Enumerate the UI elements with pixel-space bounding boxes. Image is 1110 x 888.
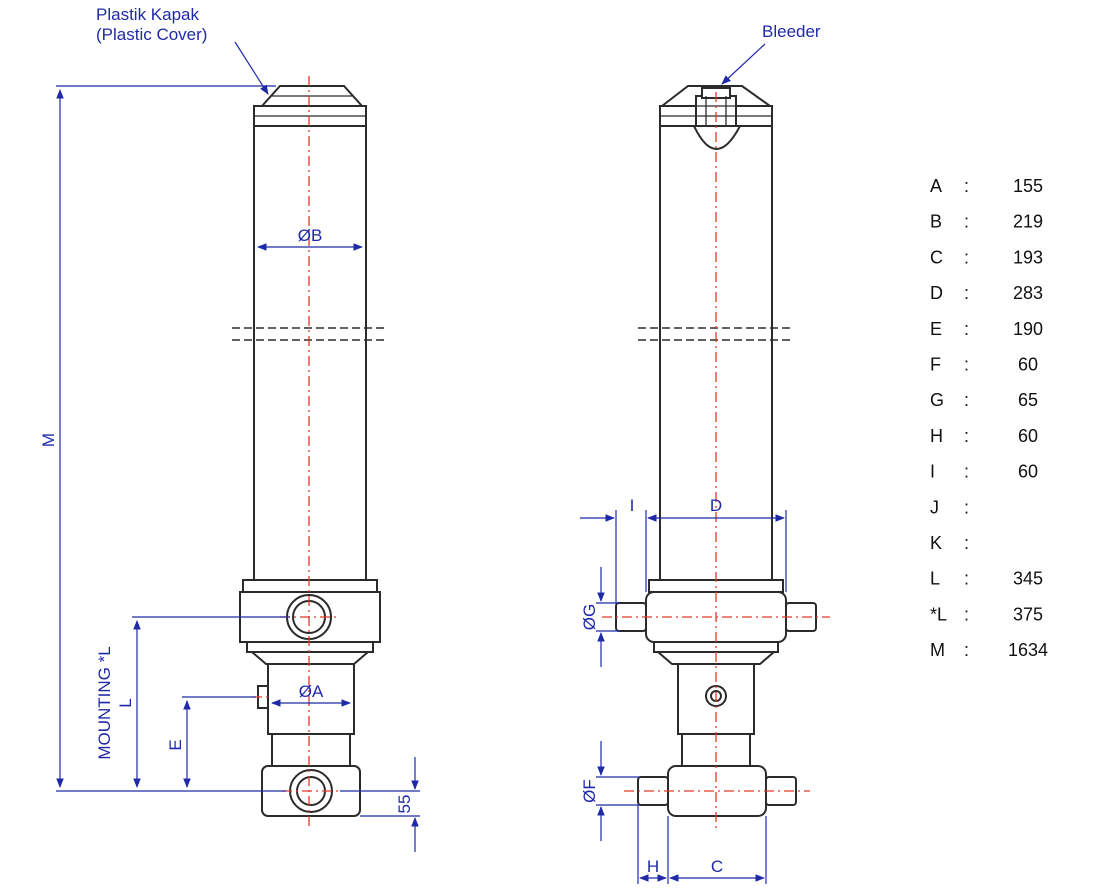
spec-separator: :	[964, 533, 969, 553]
dim-c-label: C	[711, 857, 723, 876]
spec-key: *L	[930, 604, 947, 624]
spec-separator: :	[964, 319, 969, 339]
dim-a-label: ØA	[299, 682, 324, 701]
spec-key: D	[930, 283, 943, 303]
spec-table: A:155B:219C:193D:283E:190F:60G:65H:60I:6…	[930, 176, 1048, 660]
spec-key: A	[930, 176, 942, 196]
right-view: I D ØG ØF H C Bleeder	[580, 22, 830, 884]
dim-55-label: 55	[395, 795, 414, 814]
dim-h-label: H	[647, 857, 659, 876]
spec-key: J	[930, 497, 939, 517]
spec-value: 155	[1013, 176, 1043, 196]
spec-value: 345	[1013, 569, 1043, 589]
spec-separator: :	[964, 355, 969, 375]
dim-e-label: E	[166, 739, 185, 750]
spec-separator: :	[964, 283, 969, 303]
spec-separator: :	[964, 604, 969, 624]
dim-m-label: M	[39, 433, 58, 447]
spec-key: E	[930, 319, 942, 339]
spec-key: M	[930, 640, 945, 660]
dim-b-label: ØB	[298, 226, 323, 245]
spec-value: 190	[1013, 319, 1043, 339]
spec-value: 60	[1018, 355, 1038, 375]
spec-key: L	[930, 569, 940, 589]
spec-key: I	[930, 462, 935, 482]
spec-value: 193	[1013, 247, 1043, 267]
spec-key: K	[930, 533, 942, 553]
spec-key: B	[930, 212, 942, 232]
spec-separator: :	[964, 569, 969, 589]
spec-separator: :	[964, 640, 969, 660]
left-view: ØB ØA M MOUNTING *L L E 55 Plastik Kapak…	[39, 5, 420, 852]
dim-f-label: ØF	[580, 779, 599, 803]
spec-key: C	[930, 247, 943, 267]
spec-value: 283	[1013, 283, 1043, 303]
plastic-cover-label-en: (Plastic Cover)	[96, 25, 207, 44]
dim-mounting-label: MOUNTING *L	[95, 646, 114, 759]
plastic-cover-label-tr: Plastik Kapak	[96, 5, 199, 24]
spec-value: 219	[1013, 212, 1043, 232]
dim-l-label: L	[116, 698, 135, 707]
spec-separator: :	[964, 176, 969, 196]
dim-i-label: I	[630, 496, 635, 515]
spec-value: 375	[1013, 604, 1043, 624]
bleeder-dome	[692, 125, 742, 150]
lower-stage	[267, 663, 355, 735]
spec-value: 1634	[1008, 640, 1048, 660]
spec-separator: :	[964, 390, 969, 410]
spec-separator: :	[964, 497, 969, 517]
bleeder-label: Bleeder	[762, 22, 821, 41]
spec-key: F	[930, 355, 941, 375]
spec-key: G	[930, 390, 944, 410]
dim-d-label: D	[710, 496, 722, 515]
dim-g-label: ØG	[580, 604, 599, 630]
spec-value: 60	[1018, 426, 1038, 446]
spec-separator: :	[964, 247, 969, 267]
spec-value: 65	[1018, 390, 1038, 410]
spec-key: H	[930, 426, 943, 446]
spec-separator: :	[964, 426, 969, 446]
spec-value: 60	[1018, 462, 1038, 482]
spec-separator: :	[964, 462, 969, 482]
spec-separator: :	[964, 212, 969, 232]
